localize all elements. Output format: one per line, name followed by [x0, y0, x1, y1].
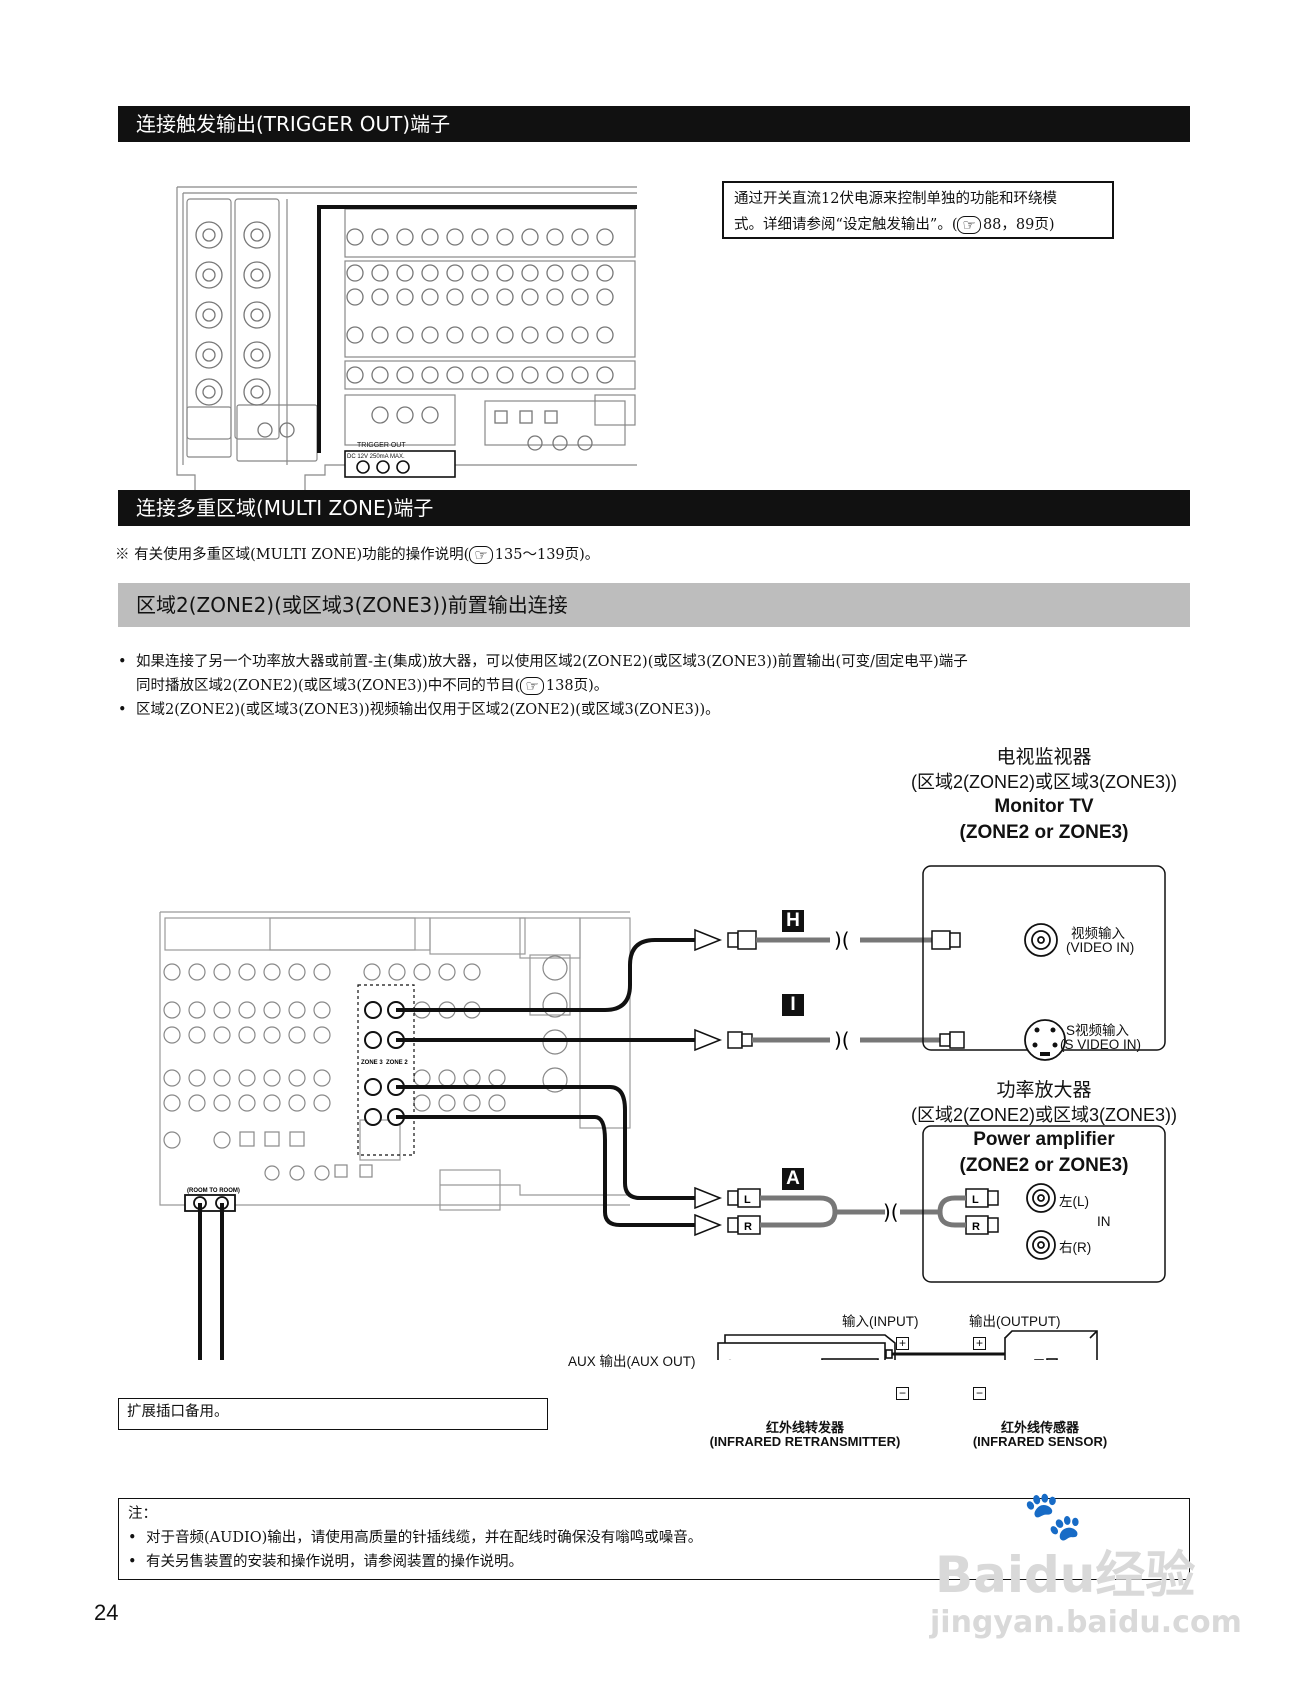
retransmitter-label-cn: 红外线转发器 — [765, 1420, 844, 1435]
svg-text:L: L — [744, 1194, 751, 1206]
page-ref-icon: ☞ — [520, 677, 544, 695]
tag-a: A — [782, 1168, 804, 1190]
plus-sign-output: + — [973, 1337, 986, 1350]
minus-sign-input: − — [896, 1387, 909, 1400]
svg-text:)(: )( — [834, 928, 850, 952]
svg-text:L: L — [972, 1194, 979, 1206]
amp-left-label: 左(L) — [1059, 1194, 1089, 1209]
minus-sign-output: − — [973, 1387, 986, 1400]
zone-preout-title: 区域2(ZONE2)(或区域3(ZONE3))前置输出连接 — [118, 583, 1190, 627]
amp-title-en: Power amplifier — [950, 1129, 1138, 1151]
zone-preout-bullet-2: 区域2(ZONE2)(或区域3(ZONE3))视频输出仅用于区域2(ZONE2)… — [118, 697, 720, 723]
amp-right-label: 右(R) — [1059, 1240, 1092, 1255]
notes-heading: 注： — [128, 1506, 157, 1522]
video-in-cn: 视频输入 — [1071, 926, 1125, 941]
expansion-note-box: 扩展插口备用。 — [118, 1398, 548, 1430]
svideo-in-en: (S VIDEO IN) — [1060, 1037, 1142, 1052]
monitor-title-en: Monitor TV — [960, 796, 1128, 818]
svideo-in-cn: S视频输入 — [1066, 1023, 1130, 1038]
multizone-section-title: 连接多重区域(MULTI ZONE)端子 — [118, 490, 1190, 526]
trigger-section-title: 连接触发输出(TRIGGER OUT)端子 — [118, 106, 1190, 142]
ir-sensor — [1004, 1330, 1098, 1360]
multizone-note: ※ 有关使用多重区域(MULTI ZONE)功能的操作说明(☞135～139页)… — [115, 546, 600, 564]
notes-item-2: 有关另售装置的安装和操作说明，请参阅装置的操作说明。 — [128, 1549, 523, 1575]
paw-icon: 🐾 — [1023, 1488, 1083, 1544]
notes-item-1: 对于音频(AUDIO)输出，请使用高质量的针插线缆，并在配线时确保没有嗡鸣或噪音… — [128, 1525, 702, 1551]
svg-text:)(: )( — [883, 1200, 899, 1224]
receiver-rear-panel-zone — [159, 911, 631, 1211]
monitor-zone-en: (ZONE2 or ZONE3) — [959, 822, 1129, 843]
trigger-callout-line1: 通过开关直流12伏电源来控制单独的功能和环绕模 — [734, 191, 1057, 207]
page-ref-icon: ☞ — [957, 216, 981, 234]
svg-text:)(: )( — [834, 1028, 850, 1052]
zone3-jack-label: ZONE 3 — [361, 1060, 383, 1066]
tag-h: H — [782, 910, 804, 932]
aux-out-label: AUX 输出(AUX OUT) — [568, 1354, 696, 1369]
trigger-callout-line2: 式。详细请参阅“设定触发输出”。(☞88，89页) — [734, 216, 1055, 234]
notes-box — [118, 1498, 1190, 1580]
input-label: 输入(INPUT) — [842, 1314, 919, 1329]
amp-zone-cn: (区域2(ZONE2)或区域3(ZONE3)) — [910, 1105, 1177, 1125]
amp-title-cn: 功率放大器 — [996, 1080, 1092, 1101]
trigger-out-panel-label: TRIGGER OUT — [357, 442, 406, 449]
monitor-title-cn: 电视监视器 — [996, 747, 1092, 768]
tag-i: I — [782, 994, 804, 1016]
room-to-room-label: (ROOM TO ROOM) — [187, 1188, 240, 1194]
zone2-jack-label: ZONE 2 — [386, 1060, 408, 1066]
svg-text:R: R — [744, 1221, 752, 1233]
receiver-rear-panel-top: TRIGGER OUT DC 12V 250mA MAX. — [176, 186, 637, 496]
expansion-note-text: 扩展插口备用。 — [127, 1404, 229, 1420]
ir-retransmitter — [717, 1334, 896, 1360]
amp-zone-en: (ZONE2 or ZONE3) — [959, 1155, 1129, 1176]
watermark-logo: 🐾 Baidu经验 — [935, 1488, 1196, 1604]
video-in-en: (VIDEO IN) — [1066, 940, 1135, 955]
amp-in-label: IN — [1097, 1214, 1111, 1229]
zone-preout-bullet-1: 如果连接了另一个功率放大器或前置-主(集成)放大器，可以使用区域2(ZONE2)… — [118, 649, 968, 675]
retransmitter-label-en: (INFRARED RETRANSMITTER) — [709, 1434, 901, 1449]
output-label: 输出(OUTPUT) — [969, 1314, 1061, 1329]
sensor-label-en: (INFRARED SENSOR) — [972, 1434, 1108, 1449]
zone-preout-bullet-1-cont: 同时播放区域2(ZONE2)(或区域3(ZONE3))中不同的节目(☞138页)… — [136, 677, 609, 695]
page-number: 24 — [94, 1600, 119, 1625]
watermark-url: jingyan.baidu.com — [930, 1605, 1242, 1640]
page-ref-icon: ☞ — [469, 546, 493, 564]
plus-sign-input: + — [896, 1337, 909, 1350]
zone-connection-diagram: ZONE 3 ZONE 2 (ROOM TO ROOM) )( )( — [159, 865, 1166, 1360]
trigger-callout: 通过开关直流12伏电源来控制单独的功能和环绕模 式。详细请参阅“设定触发输出”。… — [722, 181, 1114, 239]
sensor-label-cn: 红外线传感器 — [1000, 1420, 1079, 1435]
trigger-out-panel-spec: DC 12V 250mA MAX. — [347, 454, 405, 460]
svg-text:R: R — [972, 1221, 980, 1233]
monitor-zone-cn: (区域2(ZONE2)或区域3(ZONE3)) — [910, 772, 1177, 792]
